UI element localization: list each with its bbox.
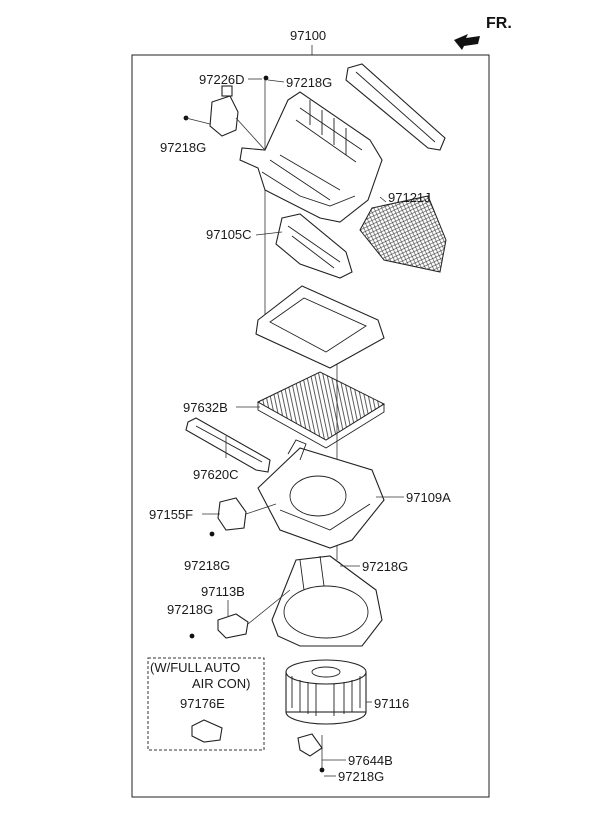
seal-gasket [345,63,446,151]
callout-97113B: 97113B [201,584,245,599]
callout-97218G-top: 97218G [286,75,332,90]
actuator-97226D [209,85,266,151]
callout-97109A: 97109A [406,490,451,505]
callout-97620C: 97620C [193,467,239,482]
callout-97632B: 97632B [183,400,228,415]
bracket-97113B [217,589,291,639]
filter-tray [255,285,385,369]
callout-97155F: 97155F [149,507,193,522]
mesh-screen [359,195,447,273]
screw-icon-bottom [319,767,325,773]
option-box-line2: AIR CON) [192,676,251,691]
assembly-part-number: 97100 [290,28,326,43]
screw-icon-mid [209,531,215,537]
callout-97218G-right: 97218G [362,559,408,574]
blower-motor-fan [285,659,367,725]
clamp-97644B [297,733,323,757]
callout-97121J: 97121J [388,190,431,205]
sensor-97176E [191,719,223,743]
blower-upper-case [257,439,385,549]
screw-icon-top [263,75,269,81]
cabin-air-filter [256,371,386,449]
resistor-97155F [217,497,277,531]
assembly-frame [131,54,490,798]
direction-label: FR. [486,15,512,32]
callout-97116: 97116 [374,696,409,711]
filter-cover [185,417,271,473]
callout-97644B: 97644B [348,753,393,768]
direction-arrow-icon [454,34,480,50]
intake-upper-case [239,91,383,223]
callout-97218G-left: 97218G [160,140,206,155]
callout-97218G-bottom: 97218G [338,769,384,784]
callout-97176E: 97176E [180,696,225,711]
callout-97218G-low: 97218G [167,602,213,617]
callout-97218G-mid: 97218G [184,558,230,573]
option-box [147,657,265,751]
front-direction-indicator: FR. [454,15,512,50]
screw-icon-left [183,115,211,125]
blower-lower-case [271,555,383,647]
callout-97226D: 97226D [199,72,245,87]
intake-door [275,213,353,279]
callout-97105C: 97105C [206,227,252,242]
screw-icon-low [189,633,195,639]
option-box-line1: (W/FULL AUTO [150,660,240,675]
